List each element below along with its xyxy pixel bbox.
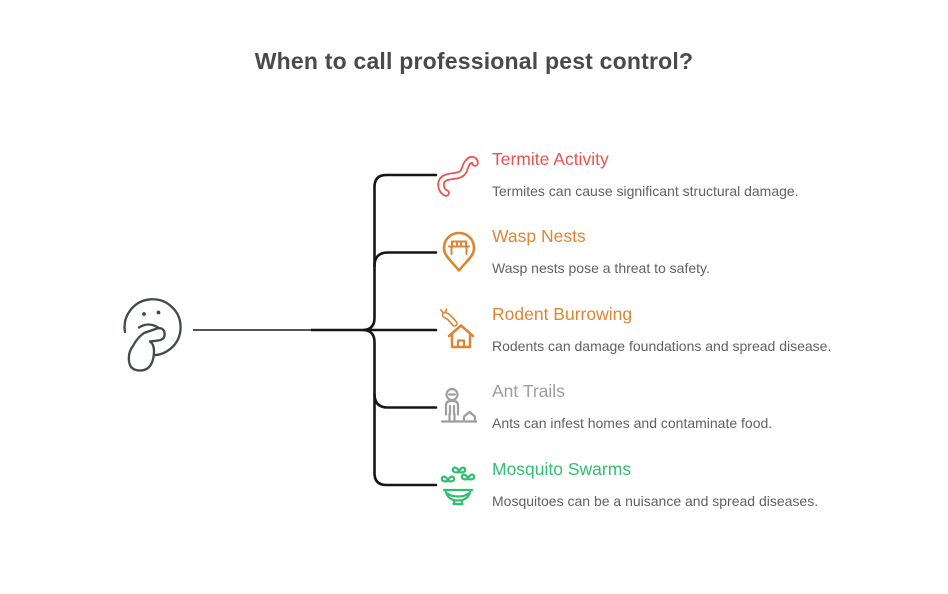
branch-title[interactable]: Wasp Nests	[492, 226, 586, 246]
branch-title[interactable]: Ant Trails	[492, 381, 565, 401]
branch-item-rodent-burrowing[interactable]: Rodent Burrowing Rodents can damage foun…	[436, 301, 831, 355]
branch-description: Wasp nests pose a threat to safety.	[492, 260, 710, 276]
rodent-house-icon	[436, 307, 482, 353]
mosquito-bowl-icon	[436, 462, 482, 508]
thinking-hand	[127, 327, 166, 372]
branch-title[interactable]: Rodent Burrowing	[492, 304, 633, 324]
branch-description: Ants can infest homes and contaminate fo…	[492, 415, 773, 431]
branch-item-ant-trails[interactable]: Ant Trails Ants can infest homes and con…	[436, 378, 772, 432]
branch-item-termite-activity[interactable]: Termite Activity Termites can cause sign…	[436, 146, 799, 200]
branch-description: Termites can cause significant structura…	[492, 183, 799, 199]
branch-item-mosquito-swarms[interactable]: Mosquito Swarms Mosquitoes can be a nuis…	[436, 456, 818, 510]
branch-description: Mosquitoes can be a nuisance and spread …	[492, 493, 819, 509]
thinking-face-icon	[123, 298, 182, 372]
wasp-nest-pin-icon	[436, 229, 482, 275]
face-outline	[123, 298, 182, 357]
frown-mouth	[137, 323, 160, 329]
page-title: When to call professional pest control?	[254, 48, 694, 74]
branch-title[interactable]: Mosquito Swarms	[492, 459, 632, 479]
right-eye	[156, 310, 161, 315]
branch-description: Rodents can damage foundations and sprea…	[492, 338, 832, 354]
termite-icon	[436, 152, 482, 198]
branch-title[interactable]: Termite Activity	[492, 149, 609, 169]
left-eye	[142, 312, 146, 316]
branch-bracket	[362, 173, 438, 487]
ant-person-icon	[436, 384, 482, 430]
branch-item-wasp-nests[interactable]: Wasp Nests Wasp nests pose a threat to s…	[436, 223, 710, 277]
mosquito-wings	[440, 466, 476, 483]
